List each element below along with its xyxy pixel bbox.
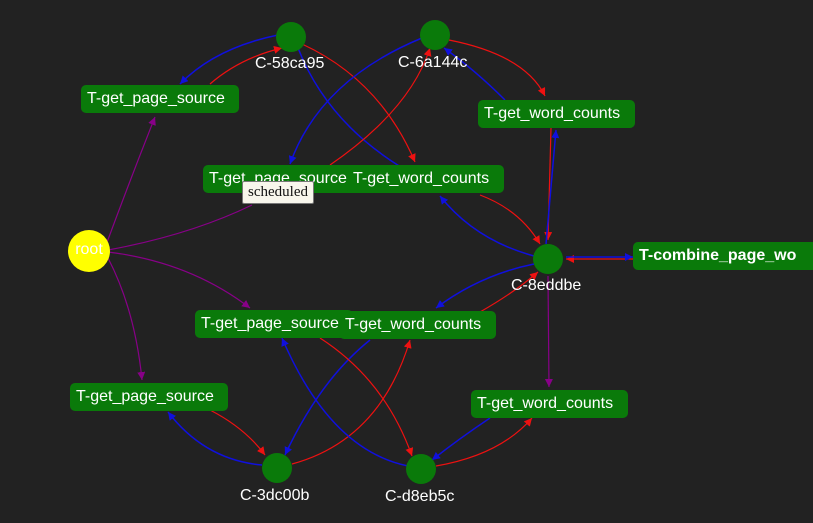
- cluster-node[interactable]: [276, 22, 306, 52]
- edge-t5-c3: [479, 271, 539, 313]
- cluster-label: C-3dc00b: [240, 487, 310, 504]
- edge-c3-t7: [545, 129, 560, 245]
- edge-t5-c4: [284, 339, 371, 456]
- edge-root-t2: [107, 204, 253, 251]
- edge-root-t4: [107, 257, 146, 381]
- task-node[interactable]: T-get_word_counts: [347, 165, 504, 193]
- status-tooltip: scheduled: [242, 181, 314, 204]
- cluster-node[interactable]: [533, 244, 563, 274]
- edge-c5-t8: [435, 417, 533, 467]
- edge-c4-t5: [291, 339, 412, 465]
- task-label: T-combine_page_wo: [639, 247, 797, 264]
- task-node[interactable]: T-combine_page_wo: [633, 242, 813, 270]
- task-node[interactable]: T-get_page_source: [81, 85, 239, 113]
- edge-t3-c5: [319, 337, 414, 457]
- cluster-node[interactable]: [262, 453, 292, 483]
- cluster-label: C-d8eb5c: [385, 488, 455, 505]
- task-label: T-get_word_counts: [353, 170, 490, 187]
- edge-c2-t2: [288, 37, 423, 165]
- edge-c2-t7: [448, 39, 546, 97]
- edge-c3-t6: [439, 195, 535, 257]
- task-label: T-get_word_counts: [345, 316, 482, 333]
- task-node[interactable]: T-get_word_counts: [478, 100, 635, 128]
- edge-t7-c2: [443, 47, 506, 101]
- edge-t2-c2: [329, 47, 432, 166]
- edge-c1-t6: [301, 43, 416, 163]
- edge-c5-t3: [281, 337, 409, 467]
- task-label: T-get_page_source: [201, 315, 339, 332]
- cluster-label: C-58ca95: [255, 55, 325, 72]
- task-label: T-get_word_counts: [484, 105, 621, 122]
- edge-t4-c4: [209, 409, 266, 456]
- task-node[interactable]: T-get_word_counts: [471, 390, 628, 418]
- root-label: root: [75, 241, 103, 258]
- edge-c3-t5: [435, 263, 535, 309]
- edge-root-t1: [105, 116, 156, 246]
- cluster-label: C-6a144c: [398, 54, 468, 71]
- edge-c4-t4: [167, 411, 263, 466]
- edge-t6-c3: [479, 194, 541, 245]
- cluster-node[interactable]: [406, 454, 436, 484]
- edge-c1-t1: [179, 34, 279, 85]
- task-node[interactable]: T-get_page_source: [70, 383, 228, 411]
- cluster-label: C-8eddbe: [511, 277, 582, 294]
- task-node[interactable]: T-get_word_counts: [339, 311, 496, 339]
- edge-c3-t8: [544, 275, 553, 388]
- task-label: T-get_word_counts: [477, 395, 614, 412]
- root-node[interactable]: root: [68, 230, 110, 272]
- cluster-node[interactable]: [420, 20, 450, 50]
- edge-t1-c1: [209, 45, 283, 85]
- task-label: T-get_page_source: [87, 90, 225, 107]
- task-node[interactable]: T-get_page_source: [195, 310, 353, 338]
- edge-t8-c5: [431, 417, 491, 461]
- edge-root-t3: [107, 251, 251, 309]
- task-label: T-get_page_source: [76, 388, 214, 405]
